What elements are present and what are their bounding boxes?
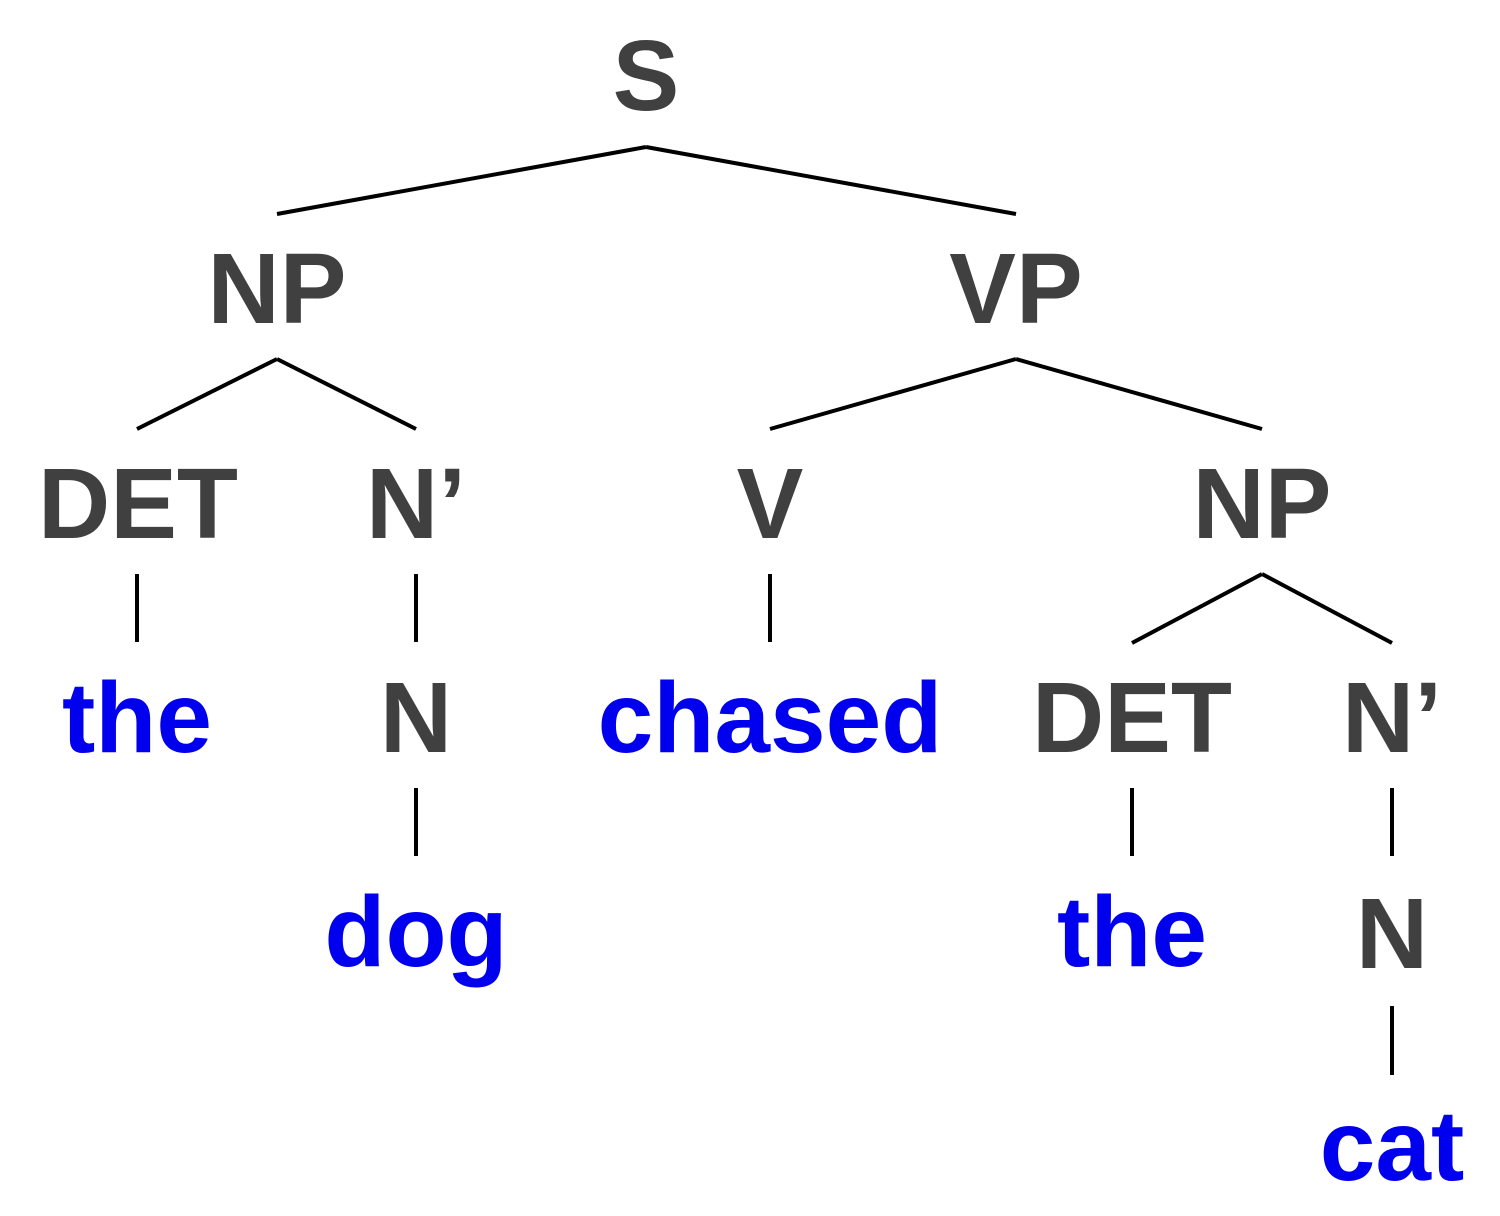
node-subject-np: NP xyxy=(208,233,347,345)
word-labels: the chased dog the cat xyxy=(62,662,1464,1202)
edge-s-np xyxy=(276,145,647,216)
word-object-the: the xyxy=(1057,876,1207,988)
node-object-nbar: N’ xyxy=(1342,662,1442,774)
edge-vp-np xyxy=(1015,357,1263,431)
edge-obj-np-nbar xyxy=(1261,572,1393,645)
node-object-np: NP xyxy=(1193,448,1332,560)
node-subject-n: N xyxy=(380,662,452,774)
node-verb-v: V xyxy=(737,448,804,560)
node-subject-nbar: N’ xyxy=(366,448,466,560)
edge-obj-np-det xyxy=(1131,572,1263,645)
edge-s-vp xyxy=(645,145,1017,216)
node-subject-det: DET xyxy=(38,448,238,560)
tree-edges xyxy=(135,145,1394,1075)
node-object-det: DET xyxy=(1032,662,1232,774)
edge-vp-v xyxy=(769,357,1017,431)
category-labels: S NP VP DET N’ V NP N DET N’ N xyxy=(38,20,1442,990)
word-dog: dog xyxy=(324,876,507,988)
word-chased: chased xyxy=(598,662,943,774)
node-object-n: N xyxy=(1356,878,1428,990)
node-vp: VP xyxy=(949,233,1082,345)
edge-np-det xyxy=(136,357,278,431)
word-subject-the: the xyxy=(62,662,212,774)
edge-np-nbar xyxy=(276,357,417,431)
word-cat: cat xyxy=(1320,1090,1465,1202)
node-s: S xyxy=(613,20,680,132)
